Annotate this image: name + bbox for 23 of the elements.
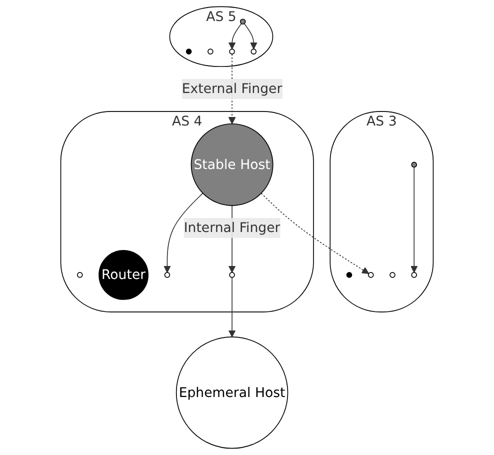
node-circle: Ephemeral Host: [176, 336, 288, 449]
node-circle: [208, 48, 214, 54]
node-circle: [346, 272, 352, 278]
edge-label: External Finger: [182, 80, 282, 96]
node-circle: [390, 272, 396, 278]
arrow: [228, 277, 236, 338]
arrow: [164, 192, 204, 273]
node-circle: [164, 272, 170, 278]
arrow: [410, 166, 418, 273]
arrow: [260, 192, 370, 274]
node-circle: [368, 272, 374, 278]
node-circle: [411, 162, 418, 168]
node-circle: Router: [98, 250, 148, 300]
node-circle: [229, 272, 235, 278]
node-circle: [250, 48, 257, 54]
arrow: [244, 23, 258, 50]
node-circle: [76, 272, 83, 278]
edge-label: Internal Finger: [184, 220, 280, 236]
arrow: [228, 23, 242, 50]
node-circle: [229, 48, 235, 54]
node-circle: [186, 48, 192, 54]
node-circle: [240, 18, 246, 25]
node-circle: [411, 272, 418, 278]
